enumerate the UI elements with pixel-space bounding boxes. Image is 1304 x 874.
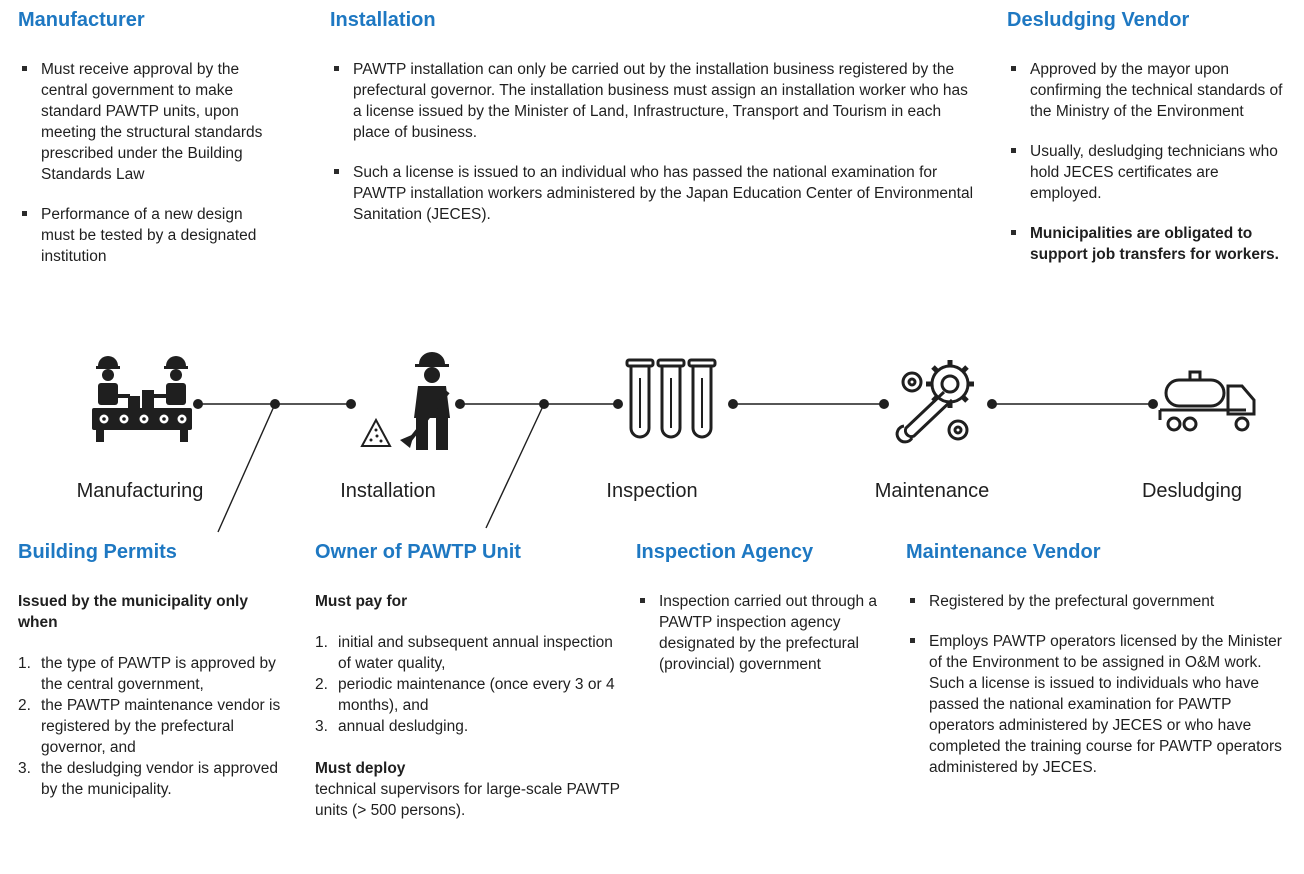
building-permits-section: Building Permits Issued by the municipal… xyxy=(18,540,288,800)
inspection-agency-bullets: Inspection carried out through a PAWTP i… xyxy=(636,591,906,675)
timeline-connectors xyxy=(198,403,1153,533)
list-item: 3. annual desludging. xyxy=(315,716,625,737)
installation-heading: Installation xyxy=(330,9,436,31)
stage-label-desludging: Desludging xyxy=(1141,480,1243,502)
inspection-agency-heading: Inspection Agency xyxy=(636,541,814,563)
manufacturer-section: Manufacturer Must receive approval by th… xyxy=(18,8,270,286)
manufacturer-bullets: Must receive approval by the central gov… xyxy=(18,59,270,267)
list-item: 1. initial and subsequent annual inspecti… xyxy=(315,632,625,674)
list-number: 1. xyxy=(315,634,328,651)
list-item: 1. the type of PAWTP is approved by the c… xyxy=(18,653,288,695)
factory-workers-icon xyxy=(92,356,192,442)
building-permits-heading: Building Permits xyxy=(18,541,177,563)
pointer-building-permits xyxy=(217,403,276,533)
manufacturer-bullet: Performance of a new design must be test… xyxy=(18,204,270,267)
inspection-agency-section: Inspection Agency Inspection carried out… xyxy=(636,540,906,694)
node-dot xyxy=(346,399,356,409)
list-number: 3. xyxy=(18,760,31,777)
installation-section: Installation PAWTP installation can only… xyxy=(330,8,980,244)
building-permits-conditions: 1. the type of PAWTP is approved by the c… xyxy=(18,653,288,800)
desludging-vendor-bullets: Approved by the mayor upon confirming th… xyxy=(1007,59,1292,265)
list-number: 2. xyxy=(315,676,328,693)
list-item-text: the type of PAWTP is approved by the cen… xyxy=(41,655,276,693)
owner-section: Owner of PAWTP Unit Must pay for 1. initi… xyxy=(315,540,625,821)
node-dot xyxy=(455,399,465,409)
list-item-text: initial and subsequent annual inspection… xyxy=(338,634,613,672)
desludging-vendor-bullet-emphasis: Municipalities are obligated to support … xyxy=(1007,223,1292,265)
desludging-vendor-section: Desludging Vendor Approved by the mayor … xyxy=(1007,8,1292,284)
list-item: 2. the PAWTP maintenance vendor is regist… xyxy=(18,695,288,758)
maintenance-vendor-section: Maintenance Vendor Registered by the pre… xyxy=(906,540,1298,797)
list-item-text: annual desludging. xyxy=(338,718,469,735)
desludging-vendor-heading: Desludging Vendor xyxy=(1007,9,1190,31)
node-dot xyxy=(1148,399,1158,409)
owner-deploy-text: technical supervisors for large-scale PA… xyxy=(315,781,620,819)
maintenance-vendor-bullet: Registered by the prefectural government xyxy=(906,591,1298,612)
maintenance-vendor-bullet: Employs PAWTP operators licensed by the … xyxy=(906,631,1298,778)
manufacturer-bullet: Must receive approval by the central gov… xyxy=(18,59,270,185)
inspection-agency-bullet: Inspection carried out through a PAWTP i… xyxy=(636,591,906,675)
manufacturer-heading: Manufacturer xyxy=(18,9,145,31)
installation-bullets: PAWTP installation can only be carried o… xyxy=(330,59,980,225)
owner-heading: Owner of PAWTP Unit xyxy=(315,541,521,563)
node-dot xyxy=(613,399,623,409)
timeline-nodes xyxy=(193,399,1158,409)
desludging-vendor-bullet: Approved by the mayor upon confirming th… xyxy=(1007,59,1292,122)
list-item: 3. the desludging vendor is approved by t… xyxy=(18,758,288,800)
list-number: 1. xyxy=(18,655,31,672)
list-item-text: the PAWTP maintenance vendor is register… xyxy=(41,697,281,756)
tanker-truck-icon xyxy=(1158,370,1256,432)
list-item-text: periodic maintenance (once every 3 or 4 … xyxy=(338,676,615,714)
node-dot xyxy=(193,399,203,409)
owner-deploy-heading: Must deploy xyxy=(315,760,406,777)
stage-label-installation: Installation xyxy=(340,480,436,502)
maintenance-vendor-bullets: Registered by the prefectural government… xyxy=(906,591,1298,778)
owner-pay-heading: Must pay for xyxy=(315,593,408,610)
pointer-owner xyxy=(485,403,545,529)
stage-label-maintenance: Maintenance xyxy=(874,480,990,502)
node-dot xyxy=(879,399,889,409)
list-number: 3. xyxy=(315,718,328,735)
wrench-gears-icon xyxy=(895,360,974,444)
test-tubes-icon xyxy=(625,358,717,439)
desludging-vendor-bullet: Usually, desludging technicians who hold… xyxy=(1007,141,1292,204)
stage-label-manufacturing: Manufacturing xyxy=(76,480,204,502)
list-item-text: the desludging vendor is approved by the… xyxy=(41,760,278,798)
owner-pay-items: 1. initial and subsequent annual inspecti… xyxy=(315,632,625,737)
node-dot xyxy=(728,399,738,409)
node-dot xyxy=(539,399,549,409)
construction-worker-icon xyxy=(360,352,450,450)
building-permits-intro: Issued by the municipality only when xyxy=(18,593,248,631)
list-item: 2. periodic maintenance (once every 3 or … xyxy=(315,674,625,716)
node-dot xyxy=(987,399,997,409)
node-dot xyxy=(270,399,280,409)
stage-label-inspection: Inspection xyxy=(606,480,698,502)
maintenance-vendor-heading: Maintenance Vendor xyxy=(906,541,1101,563)
list-number: 2. xyxy=(18,697,31,714)
installation-bullet: PAWTP installation can only be carried o… xyxy=(330,59,980,143)
installation-bullet: Such a license is issued to an individua… xyxy=(330,162,980,225)
